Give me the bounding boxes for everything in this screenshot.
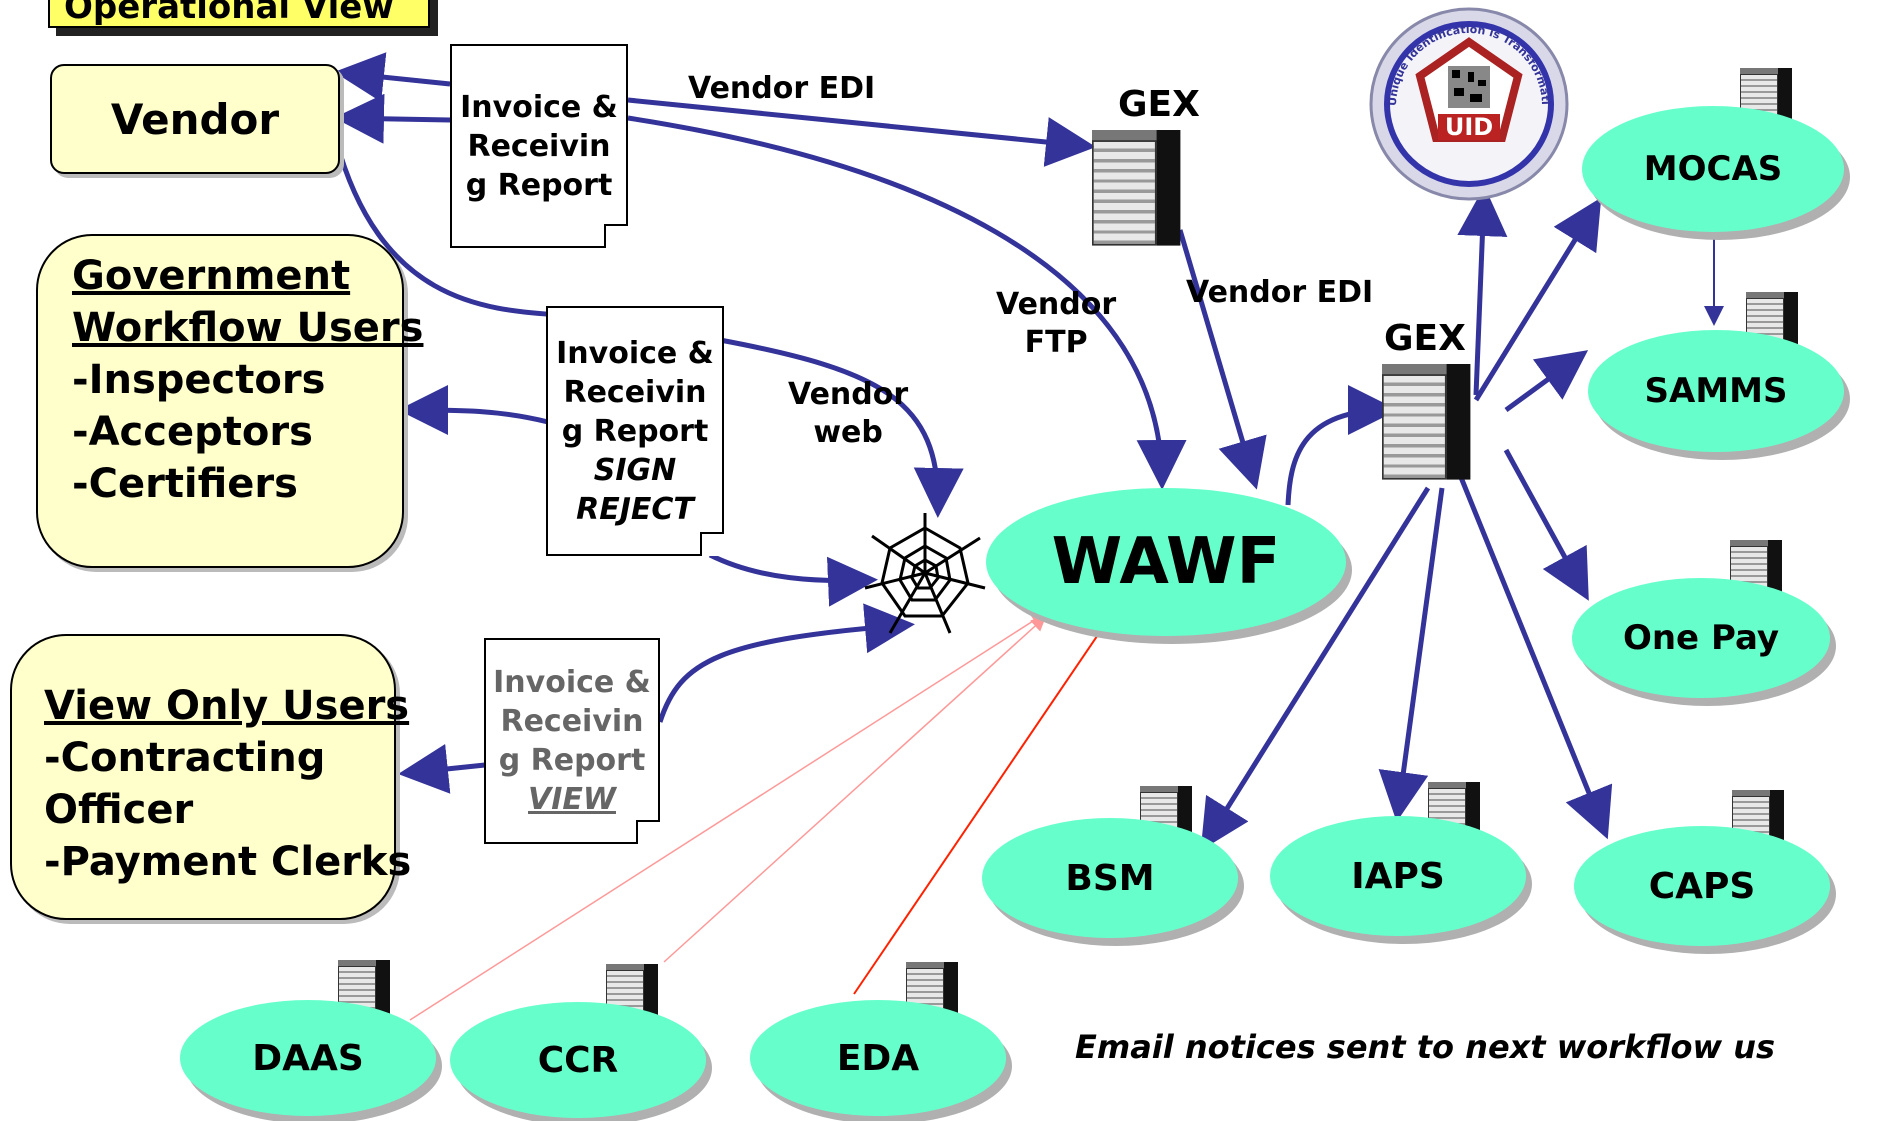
gex-top-server-icon [1092, 130, 1181, 246]
wawf-node: WAWF [986, 488, 1346, 636]
invoice-document: Invoice & Receivin g Report [450, 44, 628, 248]
iaps-node: IAPS [1270, 816, 1526, 936]
daas-node: DAAS [180, 1000, 436, 1116]
view-action: VIEW [528, 782, 616, 817]
ccr-label: CCR [537, 1039, 619, 1081]
invoice-document-line: g Report [465, 167, 613, 203]
vendor-web-label: Vendor web [788, 376, 908, 452]
gex-top-label: GEX [1118, 84, 1200, 125]
bsm-node: BSM [982, 818, 1238, 938]
view-only-users-box: View Only Users -Contracting Officer -Pa… [10, 634, 412, 920]
view-document: Invoice & Receivin g Report VIEW [484, 638, 660, 844]
uid-badge-text: UID [1445, 113, 1493, 141]
government-users-box: Government Workflow Users -Inspectors -A… [36, 234, 424, 568]
caps-label: CAPS [1648, 865, 1756, 907]
vendor-edi-label-top: Vendor EDI [688, 71, 876, 106]
diagram-title: Operational View [48, 0, 430, 28]
view-only-users-heading: View Only Users [44, 683, 410, 729]
government-users-item: -Acceptors [72, 409, 313, 455]
government-users-item: -Inspectors [72, 357, 326, 403]
vendor-ftp-label: Vendor FTP [996, 286, 1116, 362]
view-only-users-item: -Payment Clerks [44, 839, 412, 885]
view-only-users-item: -Contracting [44, 735, 326, 781]
samms-node: SAMMS [1588, 330, 1844, 452]
uid-seal: Unique Identification is Transformation … [1364, 0, 1570, 202]
caps-node: CAPS [1574, 826, 1830, 946]
onepay-node: One Pay [1572, 578, 1830, 698]
ccr-node: CCR [450, 1002, 706, 1118]
view-document-line: Invoice & [493, 665, 651, 700]
view-only-users-item: Officer [44, 787, 194, 833]
government-users-item: -Certifiers [72, 461, 298, 507]
eda-label: EDA [836, 1037, 920, 1079]
eda-node: EDA [750, 1000, 1006, 1116]
onepay-label: One Pay [1622, 618, 1780, 658]
email-notice-text: Email notices sent to next workflow us [1075, 1028, 1776, 1066]
mocas-label: MOCAS [1643, 149, 1783, 189]
mocas-node: MOCAS [1582, 106, 1844, 232]
vendor-ftp-line: Vendor [996, 287, 1117, 322]
view-document-line: g Report [498, 743, 646, 778]
web-icon [864, 513, 986, 634]
daas-label: DAAS [252, 1037, 364, 1079]
sign-document-line: Invoice & [556, 335, 714, 371]
uid-seal-graphic: Unique Identification is Transformation … [1364, 0, 1569, 201]
samms-label: SAMMS [1644, 371, 1788, 411]
sign-document-line: Receivin [563, 374, 707, 410]
iaps-label: IAPS [1351, 855, 1445, 897]
reject-action: REJECT [576, 491, 694, 527]
wawf-label: WAWF [1051, 525, 1281, 599]
vendor-label: Vendor [110, 94, 280, 144]
sign-document-line: g Report [561, 413, 709, 449]
view-document-line: Receivin [500, 704, 644, 739]
vendor-edi-label-mid: Vendor EDI [1186, 275, 1374, 310]
government-users-heading-2: Workflow Users [72, 305, 424, 351]
government-users-heading-1: Government [72, 253, 351, 299]
gex-mid-server-icon [1382, 364, 1471, 480]
sign-reject-document: Invoice & Receivin g Report SIGN REJECT [546, 306, 724, 556]
vendor-box: Vendor [50, 64, 340, 174]
vendor-ftp-line: FTP [1024, 325, 1088, 360]
vendor-web-line: Vendor [788, 377, 909, 412]
invoice-document-line: Invoice & [460, 89, 618, 125]
gex-mid-label: GEX [1384, 318, 1466, 359]
sign-action: SIGN [593, 452, 677, 488]
vendor-web-line: web [813, 415, 883, 450]
invoice-document-line: Receivin [467, 128, 611, 164]
bsm-label: BSM [1065, 857, 1155, 899]
